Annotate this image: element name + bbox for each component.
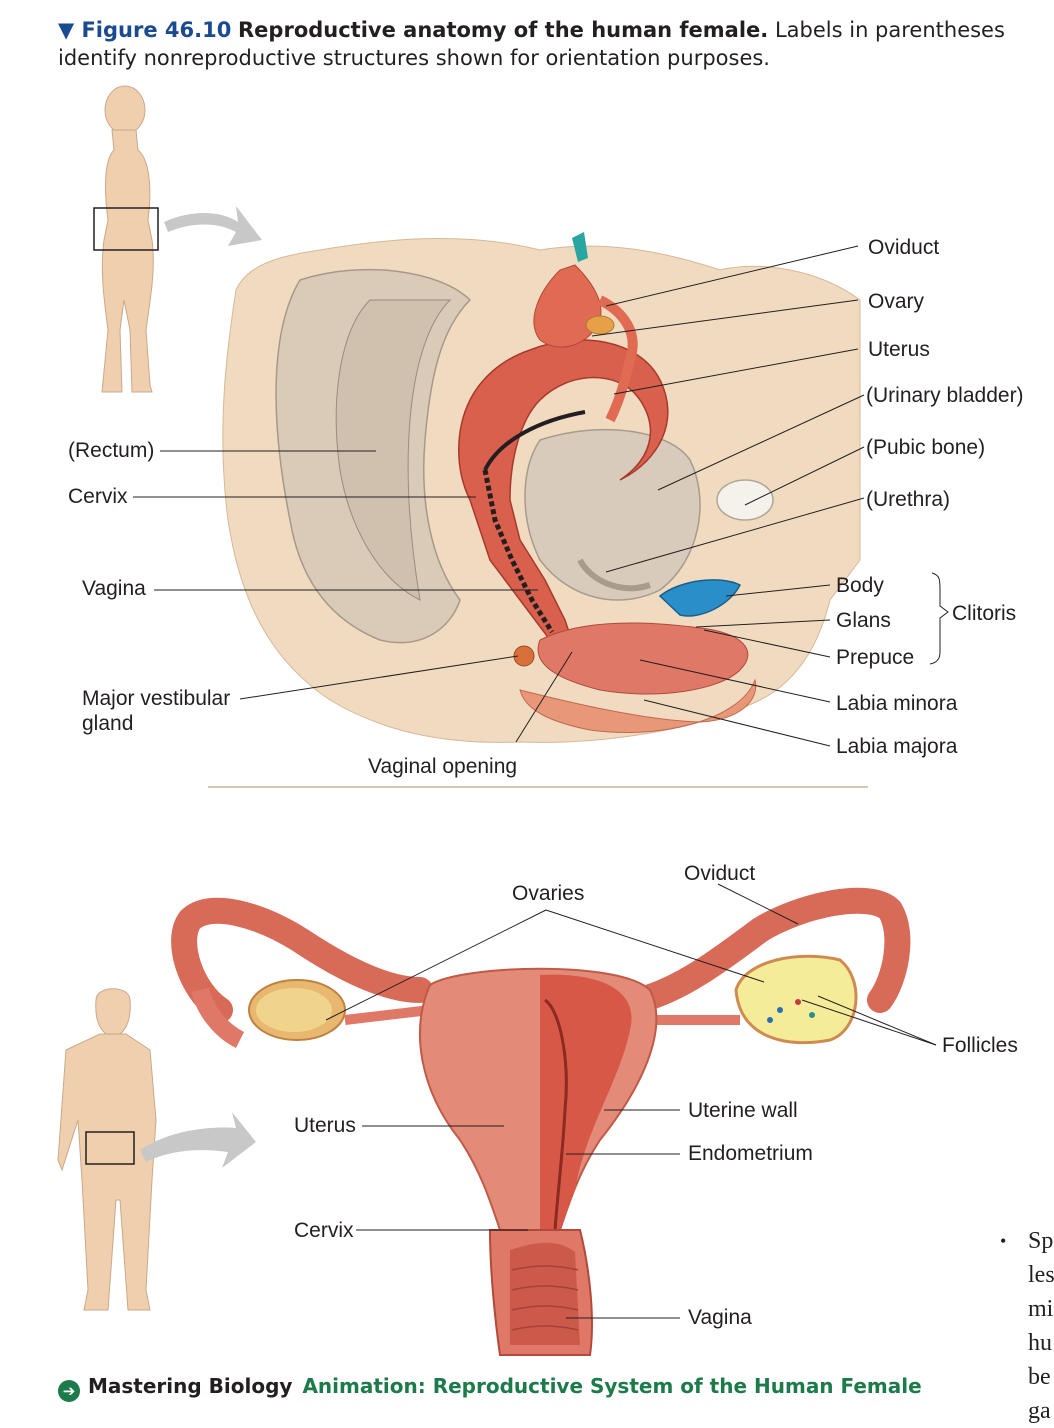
label-clitoris-body: Body [836, 574, 884, 597]
label-urethra: (Urethra) [866, 488, 951, 511]
front-region-box [85, 1131, 135, 1165]
front-leader-lines [325, 883, 937, 1319]
side-silhouette-figure [101, 85, 154, 393]
label-uterus: Uterus [868, 338, 930, 361]
label-clitoris: Clitoris [952, 602, 1017, 625]
label-major-vestibular-gland-line2: gland [82, 712, 134, 735]
label-cervix-front: Cervix [294, 1219, 354, 1242]
bullet: • [1000, 1231, 1007, 1251]
label-uterine-wall: Uterine wall [688, 1099, 798, 1122]
label-labia-majora: Labia majora [836, 735, 958, 758]
animation-link[interactable]: Animation: Reproductive System of the Hu… [302, 1374, 922, 1398]
cropped-line-1: Sp [1028, 1228, 1054, 1254]
frontal-uterus-illustration [171, 887, 911, 1356]
label-follicles: Follicles [942, 1034, 1018, 1057]
label-labia-minora: Labia minora [836, 692, 958, 715]
zoom-arrow-front-icon [140, 1112, 256, 1168]
label-endometrium: Endometrium [688, 1142, 813, 1165]
label-clitoris-glans: Glans [836, 609, 891, 632]
cropped-body-text: • Sp les mi hu be ga [1000, 1224, 1054, 1428]
cropped-line-5: be [1028, 1364, 1051, 1390]
cropped-line-3: mi [1028, 1296, 1054, 1322]
arrow-right-circle-icon[interactable]: ➔ [58, 1380, 80, 1402]
label-ovaries: Ovaries [512, 882, 585, 905]
label-pubic-bone: (Pubic bone) [866, 436, 986, 459]
front-silhouette-figure [57, 988, 157, 1311]
cropped-line-4: hu [1028, 1330, 1052, 1356]
label-uterus-front: Uterus [294, 1114, 356, 1137]
figure-caption: ▼ Figure 46.10 Reproductive anatomy of t… [58, 16, 1018, 72]
label-rectum: (Rectum) [68, 439, 155, 462]
cropped-line-2: les [1028, 1262, 1054, 1288]
label-vagina-side: Vagina [82, 577, 146, 600]
label-ovary: Ovary [868, 290, 925, 313]
sagittal-section [208, 232, 868, 788]
mastering-biology-brand: Mastering Biology [88, 1374, 293, 1398]
label-oviduct-front: Oviduct [684, 862, 756, 885]
figure-caption-text: Labels in parentheses identify nonreprod… [58, 18, 1005, 70]
side-region-box [93, 207, 159, 251]
mastering-biology-footer: ➔ Mastering Biology Animation: Reproductiv… [58, 1374, 922, 1402]
label-vaginal-opening: Vaginal opening [368, 755, 518, 778]
zoom-arrow-icon [164, 206, 262, 246]
figure-number: ▼ Figure 46.10 [58, 18, 232, 42]
figure-title: Reproductive anatomy of the human female… [238, 18, 769, 42]
label-urinary-bladder: (Urinary bladder) [866, 384, 1024, 407]
label-vagina-front: Vagina [688, 1306, 752, 1329]
label-major-vestibular-gland: Major vestibular [82, 687, 231, 710]
side-leader-lines [133, 245, 949, 747]
label-oviduct: Oviduct [868, 236, 940, 259]
label-cervix-side: Cervix [68, 485, 128, 508]
label-prepuce: Prepuce [836, 646, 915, 669]
cropped-line-6: ga [1028, 1398, 1051, 1424]
